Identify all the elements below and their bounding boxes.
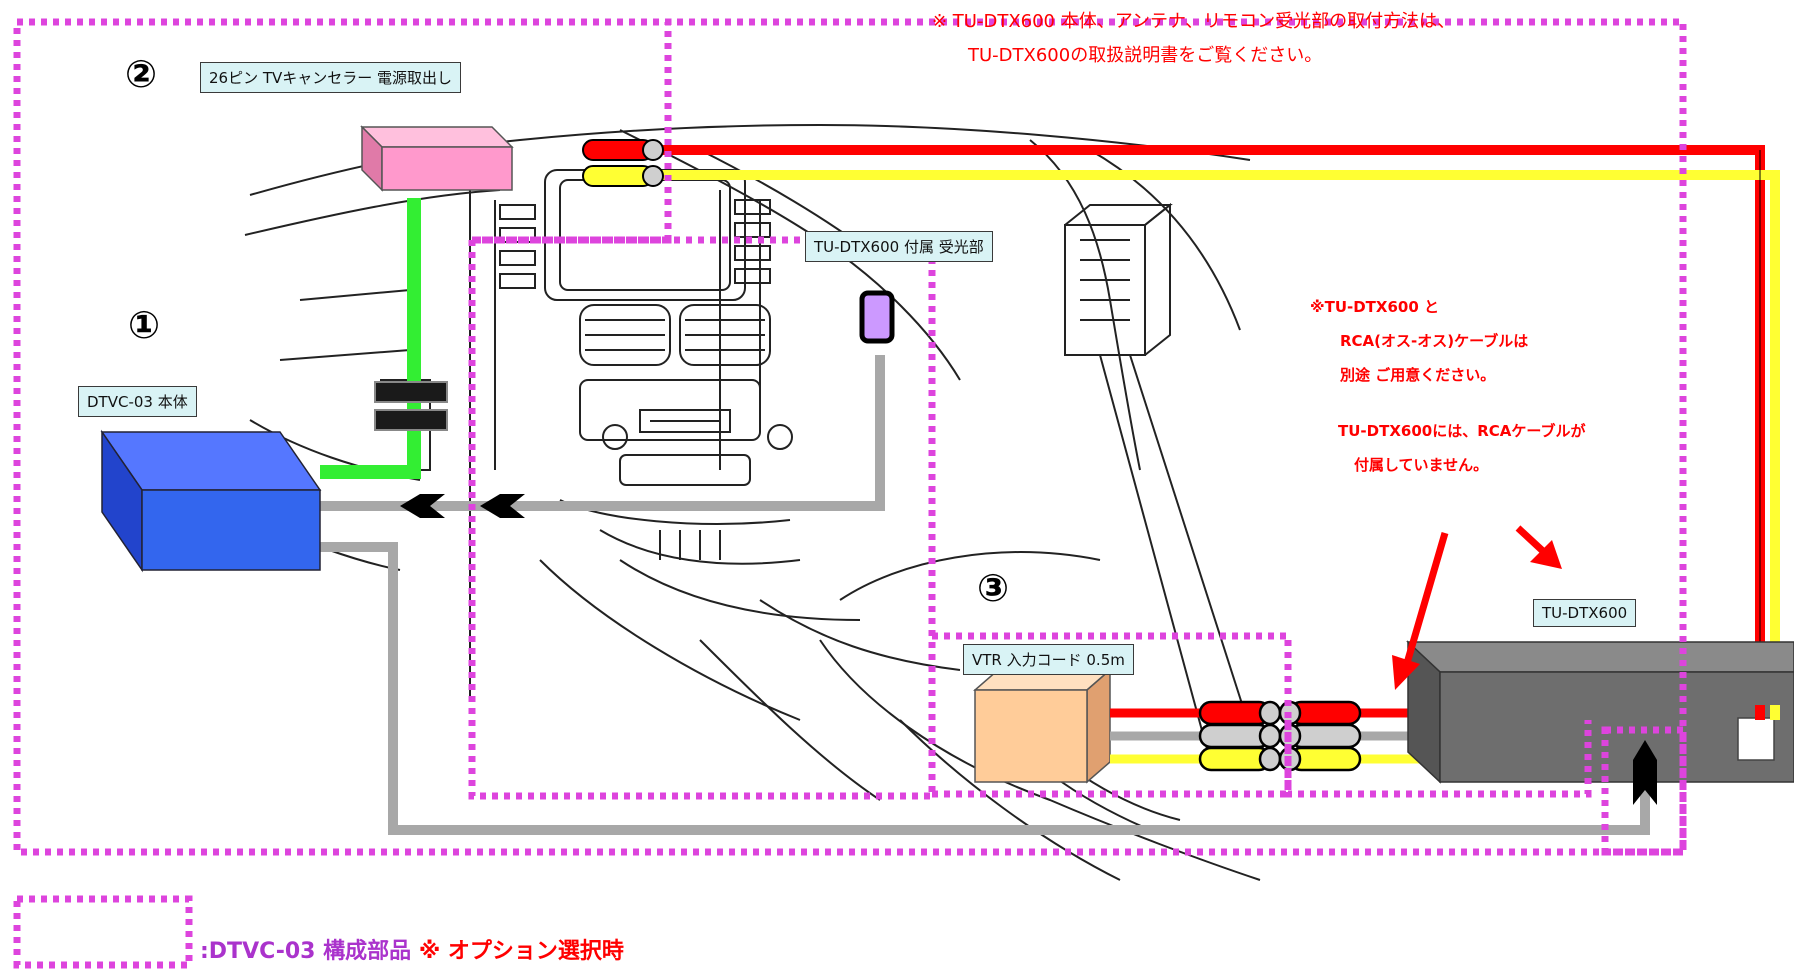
top-note-line1: ※ TU-DTX600 本体、アンテナ、リモコン受光部の取付方法は、 <box>932 11 1456 32</box>
side-note: ※TU-DTX600 と RCA(オス-オス)ケーブルは 別途 ご用意ください。… <box>1310 290 1585 482</box>
vtr-box <box>972 668 1113 784</box>
canceller-box <box>360 125 514 192</box>
side-note-line1: ※TU-DTX600 と <box>1310 298 1440 316</box>
number-two: ② <box>125 52 158 96</box>
receiver-label: TU-DTX600 付属 受光部 <box>805 231 993 262</box>
border-tuner-connector <box>1601 726 1687 856</box>
top-note: ※ TU-DTX600 本体、アンテナ、リモコン受光部の取付方法は、 TU-DT… <box>932 5 1455 73</box>
legend-part2: ※ オプション選択時 <box>411 939 624 964</box>
canceller-plugs <box>582 139 664 187</box>
vtr-cord-label: VTR 入力コード 0.5m <box>963 644 1134 675</box>
tuner-box <box>1406 640 1794 784</box>
number-one: ① <box>128 303 161 347</box>
top-note-line2: TU-DTX600の取扱説明書をご覧ください。 <box>968 45 1323 66</box>
side-note-line5: 付属していません。 <box>1354 456 1489 474</box>
border-rca <box>1284 720 1592 798</box>
border-canceller <box>17 18 672 244</box>
side-note-line2: RCA(オス-オス)ケーブルは <box>1340 332 1529 350</box>
border-main-kit <box>13 18 1687 856</box>
legend-swatch <box>13 895 193 969</box>
yellow-wire-canceller <box>650 170 1780 705</box>
side-note-line3: 別途 ご用意ください。 <box>1340 366 1496 384</box>
legend-text: :DTVC-03 構成部品 ※ オプション選択時 <box>200 933 624 965</box>
side-note-line4: TU-DTX600には、RCAケーブルが <box>1338 422 1586 440</box>
legend-part1: :DTVC-03 構成部品 <box>200 939 412 964</box>
tuner-gray-connector <box>1633 740 1657 805</box>
canceller-label: 26ピン TVキャンセラー 電源取出し <box>200 62 462 93</box>
note-arrows <box>1392 525 1562 690</box>
main-unit-label: DTVC-03 本体 <box>78 386 197 417</box>
gray-wire-connectors <box>400 494 525 518</box>
component-borders <box>13 18 1687 969</box>
tuner-label: TU-DTX600 <box>1533 599 1637 627</box>
tuner-port <box>1737 717 1775 761</box>
number-three: ③ <box>977 566 1010 610</box>
connector-b <box>374 409 448 431</box>
green-wire-power <box>320 198 421 479</box>
main-unit-box <box>100 429 322 573</box>
gray-wire-vtr <box>320 542 1650 835</box>
border-vtr <box>932 632 1292 798</box>
connector-a <box>374 381 448 403</box>
receiver-device <box>859 290 895 344</box>
